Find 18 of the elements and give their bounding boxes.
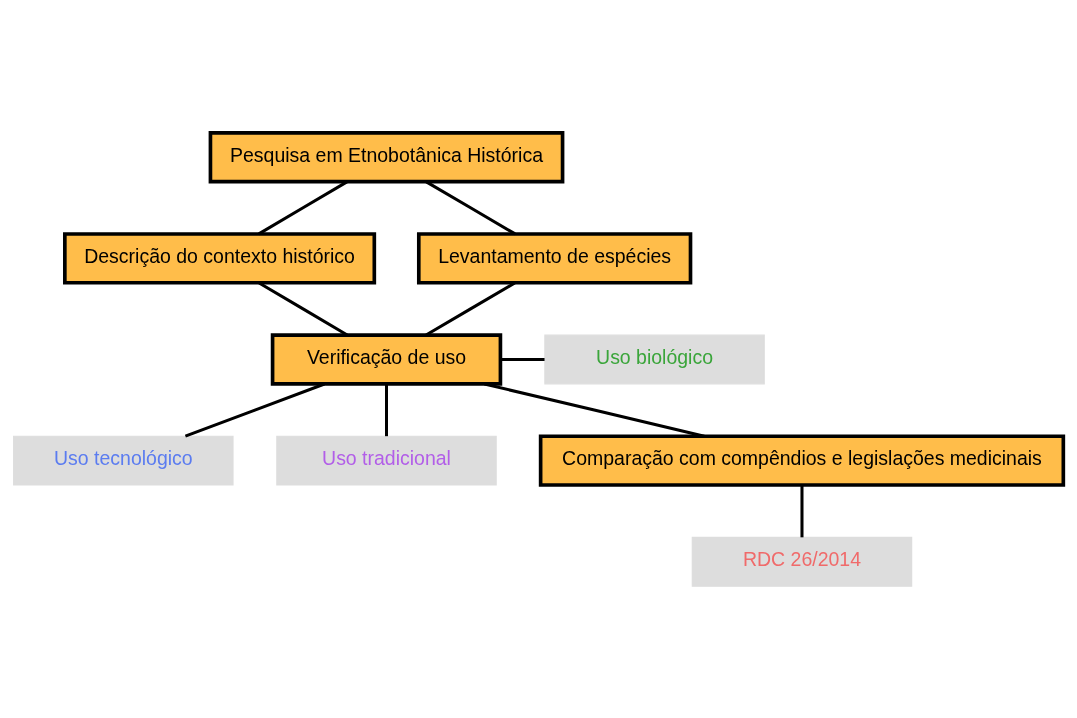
- node-box: Uso tradicional: [276, 435, 497, 486]
- connector: [258, 180, 348, 235]
- connector: [258, 281, 348, 336]
- node-box: Uso tecnológico: [13, 435, 234, 486]
- connector: [425, 180, 516, 235]
- node-box: RDC 26/2014: [691, 536, 913, 587]
- node-box: Verificação de uso: [270, 332, 503, 386]
- node-box: Descrição do contexto histórico: [63, 231, 377, 285]
- node-box: Levantamento de espécies: [416, 231, 693, 285]
- node-box: Comparação com compêndios e legislações medicinais: [538, 433, 1066, 487]
- connector: [184, 382, 325, 438]
- connector: [484, 382, 705, 438]
- node-box: Pesquisa em Etnobotânica Histórica: [208, 130, 565, 183]
- connector: [384, 383, 389, 436]
- connector: [800, 484, 804, 537]
- connector: [500, 357, 545, 361]
- node-box: Uso biológico: [544, 334, 765, 384]
- connector: [425, 281, 516, 336]
